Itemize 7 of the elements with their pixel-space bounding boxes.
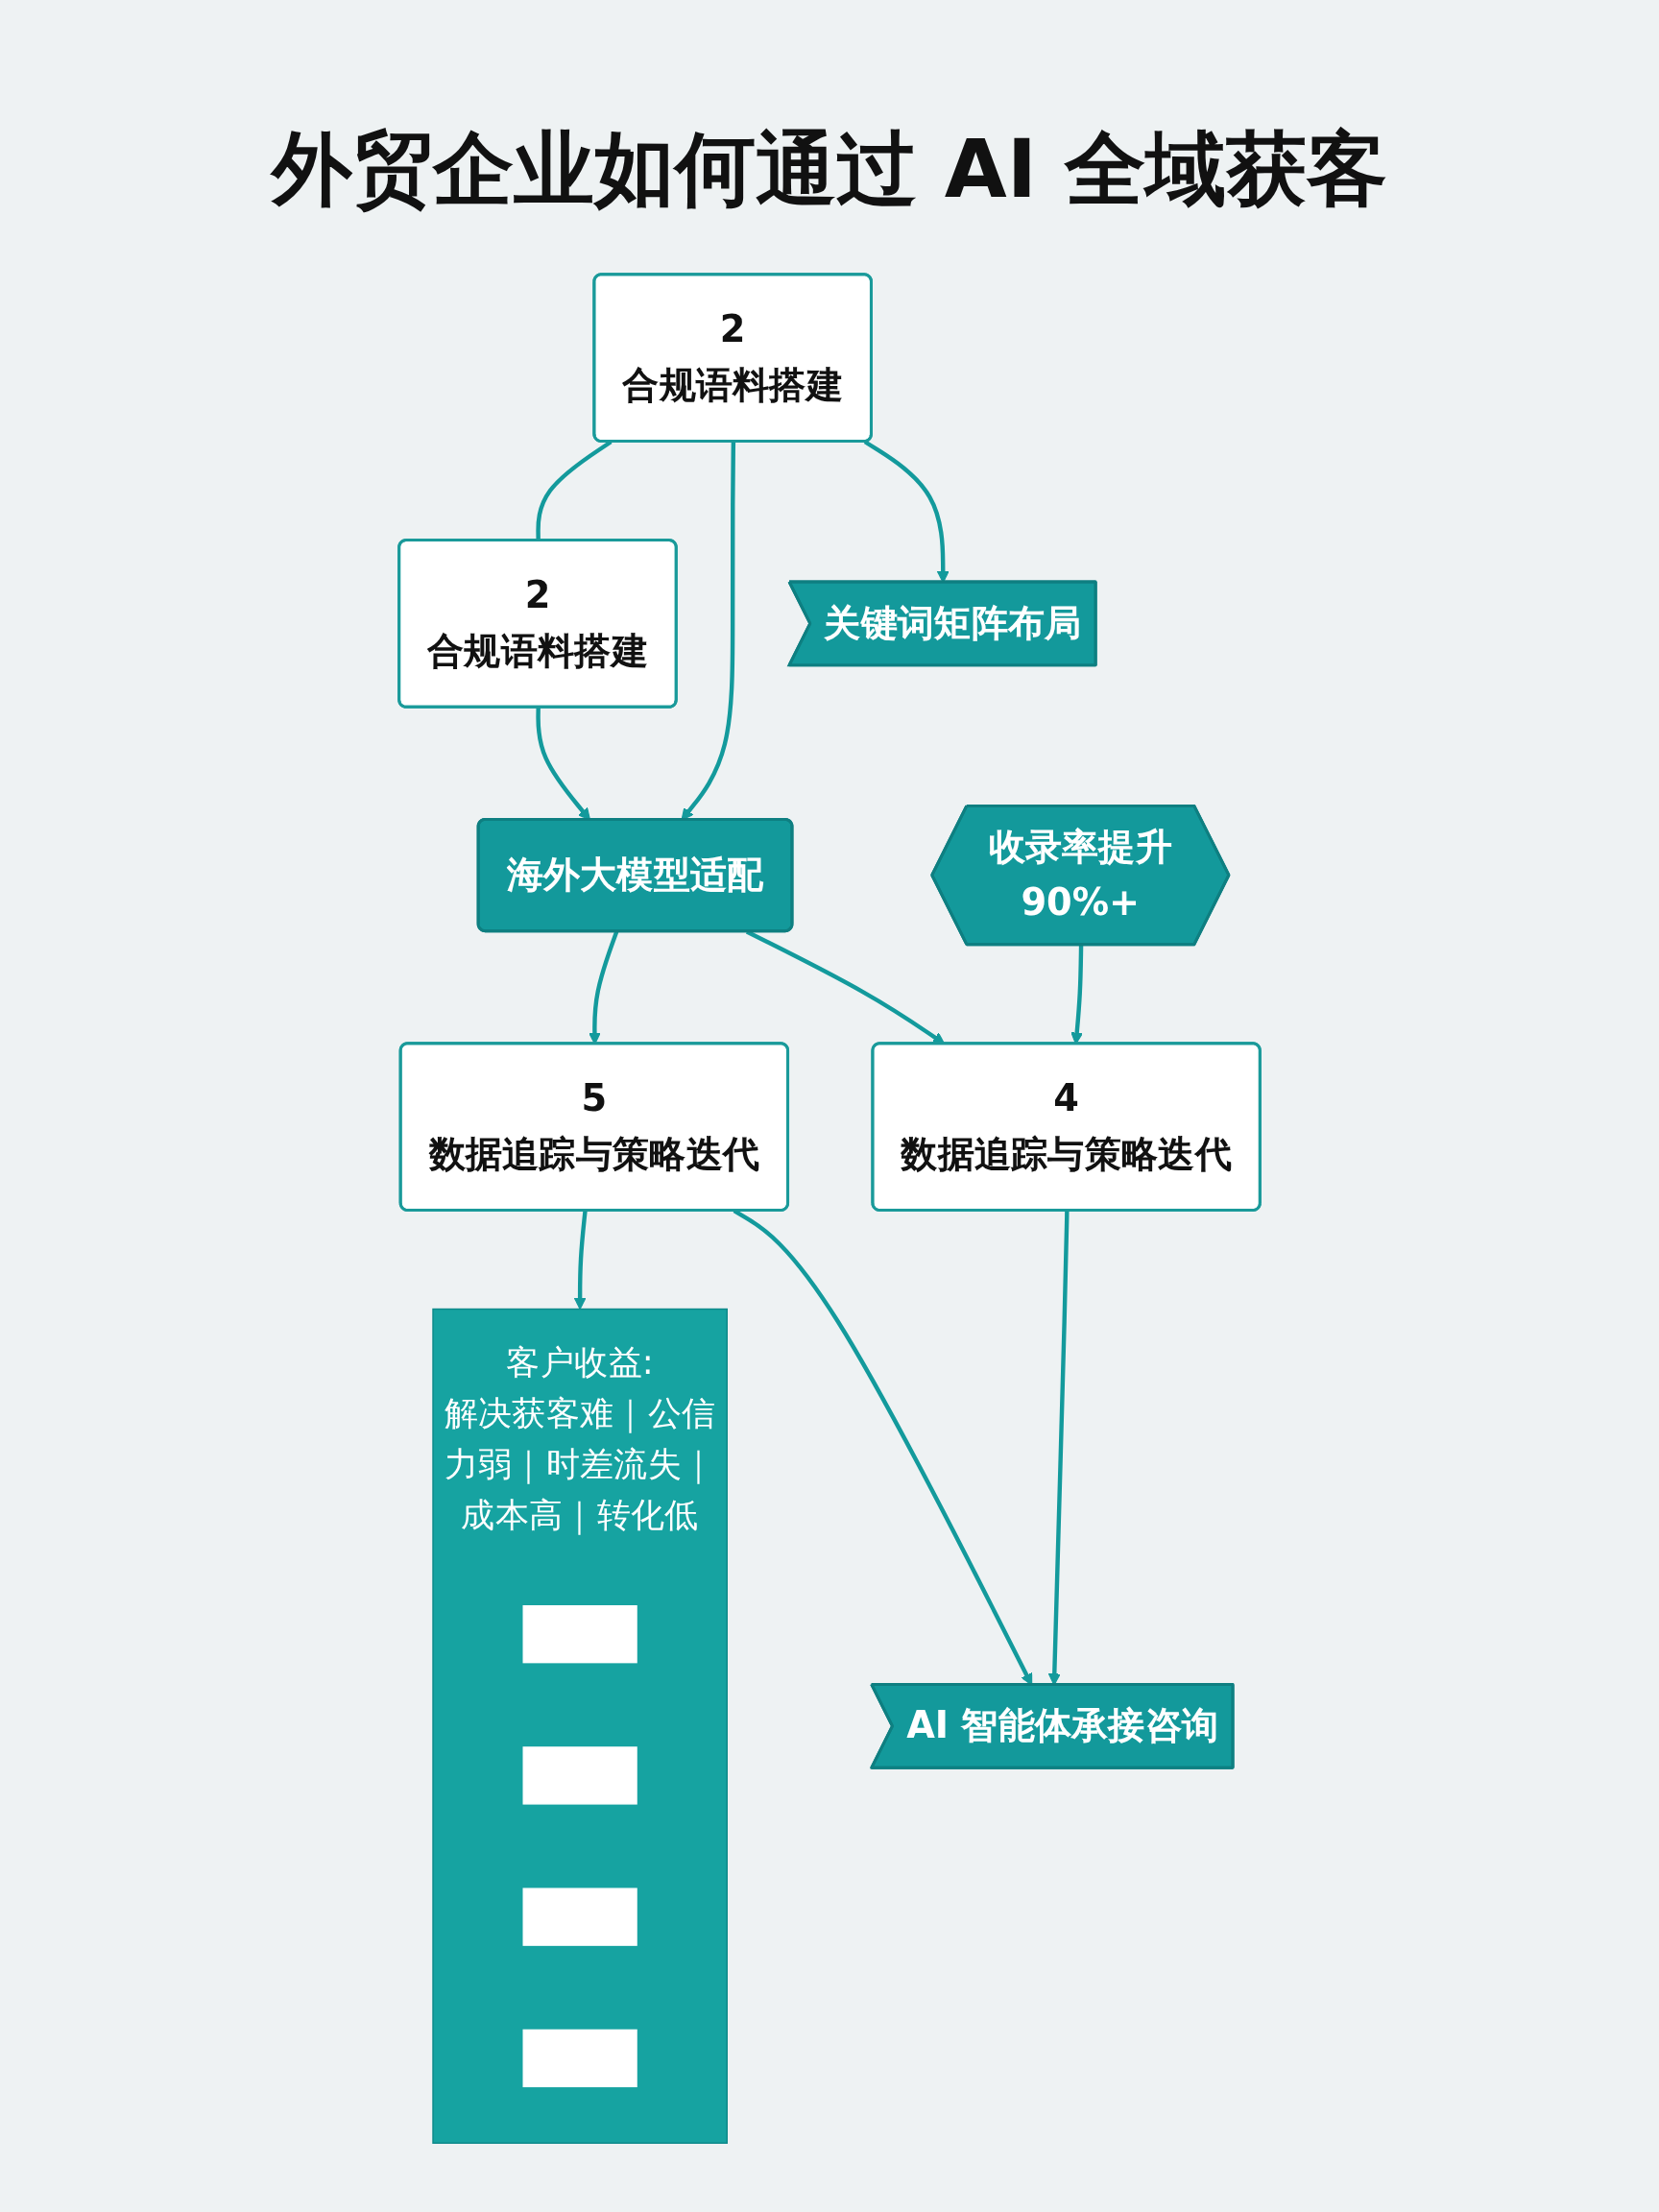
node-box — [522, 1605, 637, 1664]
cluster: 客户收益: 解决获客难｜公信力弱｜时差流失｜成本高｜转化低 — [432, 1308, 728, 2144]
node-box — [522, 2029, 637, 2088]
title: 外贸企业如何通过 AI 全域获客 — [271, 121, 1388, 218]
node-box — [522, 1746, 637, 1805]
node-box — [522, 1887, 637, 1946]
arrow — [573, 1210, 588, 1310]
